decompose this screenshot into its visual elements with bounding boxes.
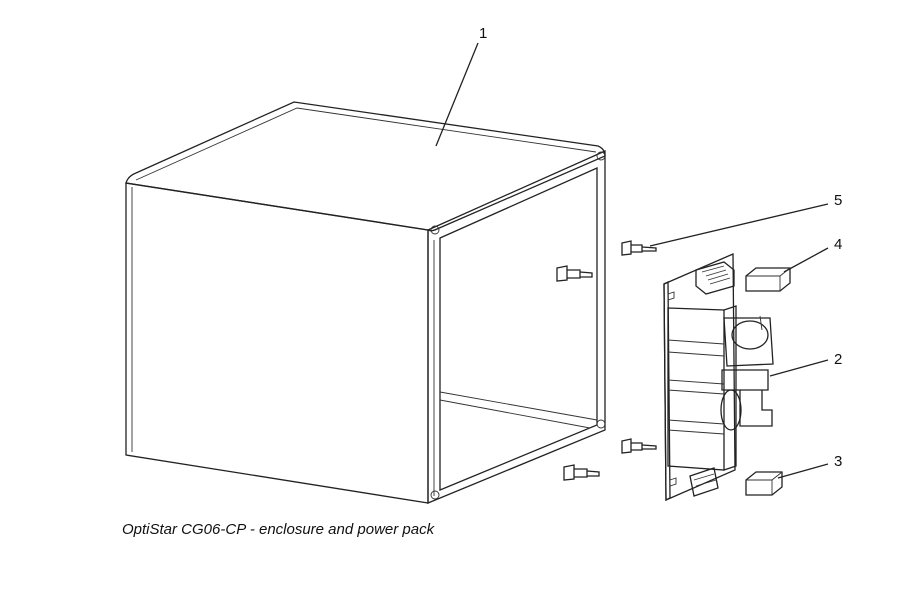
callout-5: 5 (649, 192, 842, 247)
enclosure-screw-lower (563, 464, 600, 481)
callout-3: 3 (777, 453, 842, 479)
callout-label-3: 3 (834, 453, 842, 470)
callout-2: 2 (769, 351, 842, 377)
callout-label-2: 2 (834, 351, 842, 368)
screw-upper (621, 240, 657, 256)
callout-4: 4 (783, 236, 842, 273)
callout-label-4: 4 (834, 236, 842, 253)
screw-lower (621, 438, 657, 454)
cap-lower (745, 471, 783, 496)
callout-label-1: 1 (479, 25, 487, 42)
cap-upper (745, 267, 791, 292)
callout-label-5: 5 (834, 192, 842, 209)
figure-caption: OptiStar CG06-CP - enclosure and power p… (122, 521, 435, 538)
enclosure-screw-upper (556, 265, 593, 282)
power-pack (663, 253, 774, 502)
enclosure (125, 101, 606, 504)
callout-1: 1 (435, 25, 487, 147)
